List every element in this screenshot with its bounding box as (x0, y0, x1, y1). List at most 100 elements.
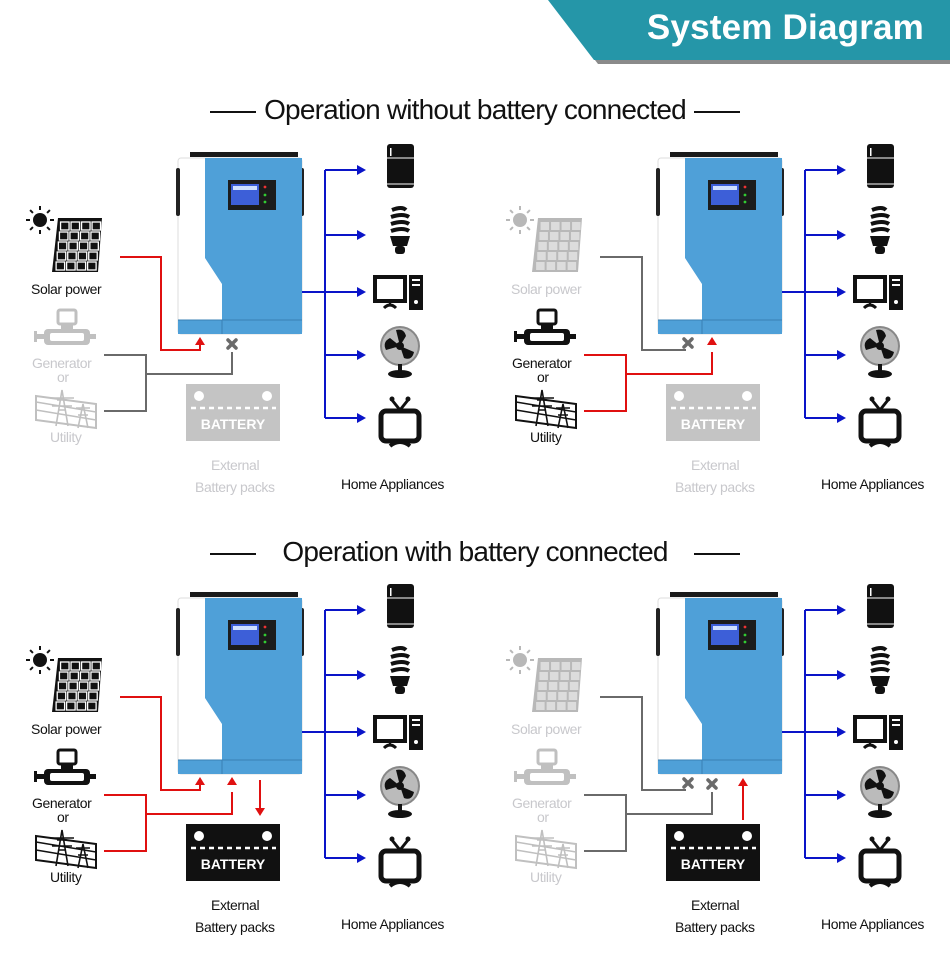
diagram-canvas: BATTERY (26, 144, 423, 448)
power-tower-icon (515, 829, 577, 870)
computer-icon (853, 715, 903, 750)
power-tower-icon (515, 389, 577, 430)
battery-label-line2: Battery packs (675, 479, 755, 495)
refrigerator-icon (867, 584, 894, 628)
fan-icon (860, 326, 900, 378)
inverter-unit (176, 152, 304, 335)
output-bus-lines (302, 165, 366, 423)
utility-label: Utility (530, 869, 562, 885)
disconnected-x-icon (226, 338, 238, 350)
home-appliances-label: Home Appliances (821, 916, 924, 932)
fan-icon (380, 766, 420, 818)
grid-connection-line (104, 338, 238, 412)
title-dash-right (693, 110, 740, 113)
inverter-unit (176, 592, 304, 775)
fan-icon (380, 326, 420, 378)
generator-label: Generator (512, 795, 572, 811)
battery-label: BATTERY (681, 856, 746, 872)
solar-panel-icon (52, 658, 102, 712)
lcd-display-icon (708, 620, 756, 650)
battery-label: BATTERY (681, 416, 746, 432)
refrigerator-icon (387, 144, 414, 188)
solar-power-label: Solar power (31, 281, 102, 297)
cfl-bulb-icon (870, 646, 891, 694)
home-appliances-label: Home Appliances (341, 916, 444, 932)
output-bus-lines (782, 605, 846, 863)
generator-label: Generator (32, 355, 92, 371)
generator-label: Generator (32, 795, 92, 811)
grid-connection-line (584, 337, 717, 412)
solar-panel-icon (52, 218, 102, 272)
inverter-unit (656, 152, 784, 335)
lcd-display-icon (228, 180, 276, 210)
generator-icon (514, 748, 576, 785)
solar-connection-line (120, 696, 205, 791)
cfl-bulb-icon (390, 206, 411, 254)
or-label: or (57, 369, 69, 385)
battery-icon: BATTERY (186, 824, 280, 881)
sun-icon (506, 646, 534, 674)
generator-label: Generator (512, 355, 572, 371)
utility-label: Utility (50, 429, 82, 445)
power-tower-icon (35, 829, 97, 870)
battery-connection-line (255, 780, 265, 816)
battery-label-line1: External (691, 897, 740, 913)
battery-label-line1: External (211, 897, 260, 913)
home-appliances-label: Home Appliances (341, 476, 444, 492)
or-label: or (537, 369, 549, 385)
home-appliances-label: Home Appliances (821, 476, 924, 492)
lcd-display-icon (708, 180, 756, 210)
diagram-canvas: BATTERY (26, 584, 423, 888)
section-title-text: Operation with battery connected (282, 536, 668, 567)
battery-label-line2: Battery packs (195, 919, 275, 935)
section-title-with-battery: Operation with battery connected (0, 536, 950, 568)
cfl-bulb-icon (870, 206, 891, 254)
cfl-bulb-icon (390, 646, 411, 694)
title-dash-right (693, 552, 740, 555)
solar-panel-icon (532, 218, 582, 272)
generator-icon (514, 308, 576, 345)
battery-label-line2: Battery packs (195, 479, 275, 495)
refrigerator-icon (387, 584, 414, 628)
section-title-without-battery: Operation without battery connected (0, 94, 950, 126)
lcd-display-icon (228, 620, 276, 650)
computer-icon (853, 275, 903, 310)
title-dash-left (210, 552, 257, 555)
sun-icon (506, 206, 534, 234)
battery-icon: BATTERY (186, 384, 280, 441)
grid-connection-line (584, 778, 718, 852)
diagram-canvas: BATTERY (506, 144, 903, 448)
battery-label-line1: External (211, 457, 260, 473)
or-label: or (57, 809, 69, 825)
output-bus-lines (302, 605, 366, 863)
disconnected-x-icon (706, 778, 718, 790)
section-title-text: Operation without battery connected (264, 94, 687, 125)
header-banner (548, 0, 950, 64)
solar-power-label: Solar power (511, 721, 582, 737)
battery-connection-line (738, 778, 748, 820)
utility-label: Utility (530, 429, 562, 445)
sun-icon (26, 646, 54, 674)
disconnected-x-icon (682, 777, 694, 789)
tv-icon (378, 396, 422, 448)
generator-icon (34, 308, 96, 345)
battery-icon: BATTERY (666, 824, 760, 881)
page-title: System Diagram (646, 8, 924, 47)
battery-label-line1: External (691, 457, 740, 473)
or-label: or (537, 809, 549, 825)
title-dash-left (210, 110, 257, 113)
solar-power-label: Solar power (511, 281, 582, 297)
disconnected-x-icon (682, 337, 694, 349)
output-bus-lines (782, 165, 846, 423)
solar-panel-icon (532, 658, 582, 712)
sun-icon (26, 206, 54, 234)
inverter-unit (656, 592, 784, 775)
fan-icon (860, 766, 900, 818)
generator-icon (34, 748, 96, 785)
tv-icon (378, 836, 422, 888)
solar-power-label: Solar power (31, 721, 102, 737)
battery-label: BATTERY (201, 416, 266, 432)
